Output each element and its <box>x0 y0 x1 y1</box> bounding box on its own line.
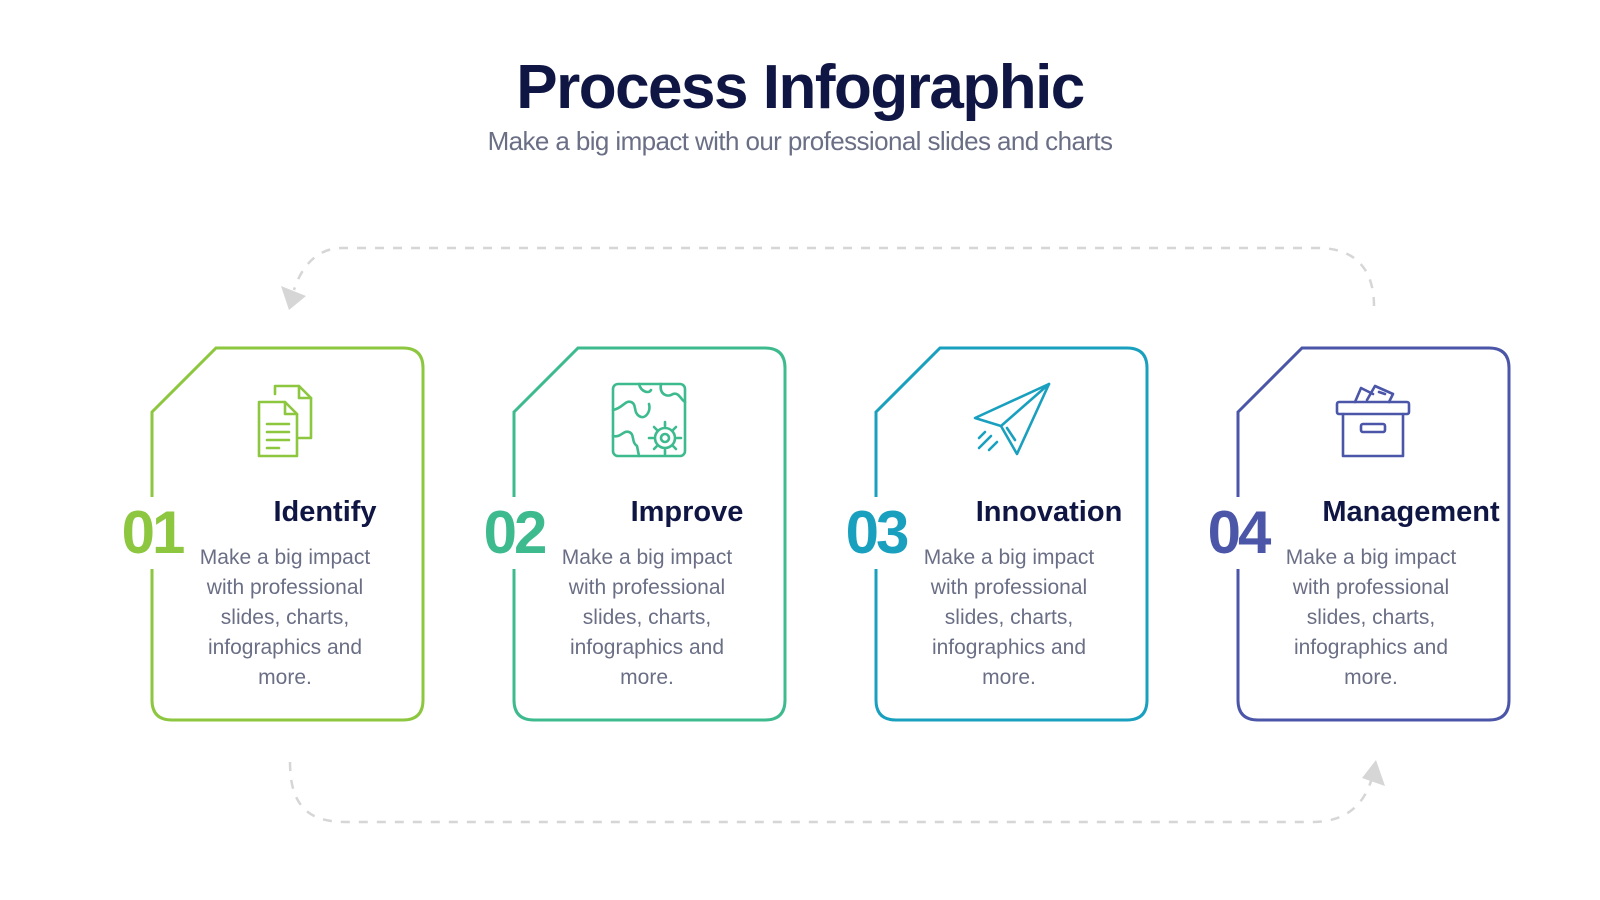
page-subtitle: Make a big impact with our professional … <box>487 126 1113 156</box>
top-arrowhead-icon <box>281 286 306 310</box>
step-frame <box>150 346 425 722</box>
paper-plane-icon <box>973 382 1051 456</box>
frame-outline <box>150 346 425 722</box>
step-description: Make a big impact with professional slid… <box>923 546 1095 689</box>
top-return-connector <box>292 246 1376 307</box>
frame-outline <box>512 346 787 722</box>
documents-icon <box>257 384 313 458</box>
step-identify: 01 Identify Make a big impact with profe… <box>90 346 425 722</box>
step-frame <box>512 346 787 722</box>
step-number: 04 <box>1176 497 1300 569</box>
step-number: 01 <box>90 497 214 569</box>
step-improve: 02 Improve Make a big impact with profes… <box>452 346 787 722</box>
archive-box-icon <box>1335 384 1411 458</box>
puzzle-gear-icon <box>611 382 687 458</box>
step-description: Make a big impact with professional slid… <box>199 546 371 689</box>
step-frame <box>874 346 1149 722</box>
page-title: Process Infographic <box>516 53 1085 122</box>
step-frame <box>1236 346 1511 722</box>
frame-outline <box>874 346 1149 722</box>
step-title: Management <box>1322 496 1500 528</box>
step-number: 03 <box>814 497 938 569</box>
step-management: 04 Management Make a big impact with pro… <box>1176 346 1511 722</box>
step-number: 02 <box>452 497 576 569</box>
bottom-forward-connector <box>288 761 1374 824</box>
step-title: Innovation <box>975 496 1123 528</box>
bottom-arrowhead-icon <box>1362 760 1385 786</box>
step-innovation: 03 Innovation Make a big impact with pro… <box>814 346 1149 722</box>
step-title: Improve <box>630 496 744 528</box>
frame-outline <box>1236 346 1511 722</box>
step-description: Make a big impact with professional slid… <box>1285 546 1457 689</box>
step-description: Make a big impact with professional slid… <box>561 546 733 689</box>
step-title: Identify <box>273 496 377 528</box>
